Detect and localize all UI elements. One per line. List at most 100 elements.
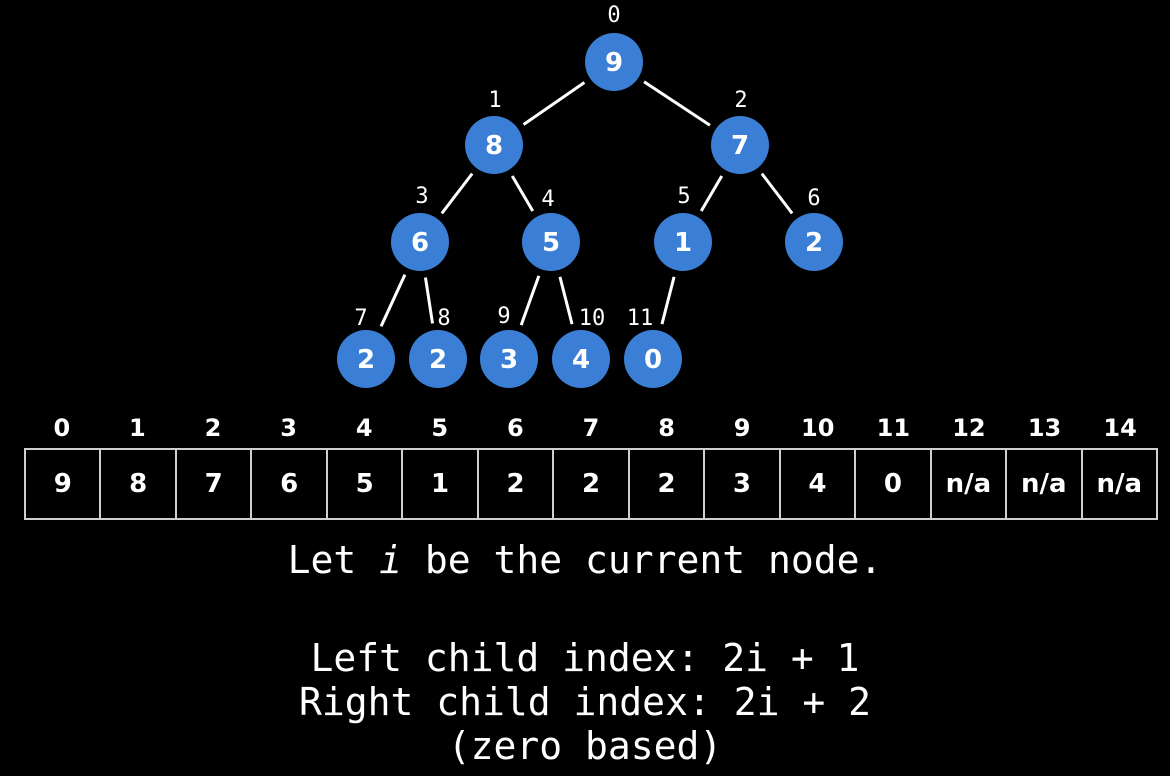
node-value: 1 (674, 228, 692, 258)
node-value: 9 (605, 48, 623, 78)
array-index: 1 (129, 414, 146, 442)
array-cell: 2 (479, 450, 555, 518)
node-circle (785, 213, 843, 271)
node-value: 2 (429, 345, 447, 375)
tree-edge (510, 175, 535, 212)
node-circle (480, 330, 538, 388)
array-cell: 5 (328, 450, 404, 518)
node-index-label: 5 (677, 184, 690, 209)
node-circle (552, 330, 610, 388)
tree-node: 63 (391, 184, 449, 271)
zero-based-note: (zero based) (447, 724, 723, 768)
array-index: 12 (952, 414, 986, 442)
tree-node: 90 (585, 3, 643, 91)
node-circle (409, 330, 467, 388)
node-index-label: 10 (579, 306, 606, 331)
node-value: 4 (572, 345, 590, 375)
array-cell: 3 (705, 450, 781, 518)
node-value: 2 (357, 345, 375, 375)
tree-node: 15 (654, 184, 712, 271)
tree-node: 39 (480, 304, 538, 388)
array-index: 14 (1103, 414, 1137, 442)
array-index: 8 (658, 414, 675, 442)
current-node-definition: Let i be the current node. (0, 538, 1170, 582)
array-index: 3 (280, 414, 297, 442)
tree-edge (760, 172, 794, 215)
array-value-row: 9 8 7 6 5 1 2 2 2 3 4 0 n/a n/a n/a (24, 448, 1159, 520)
array-index: 13 (1027, 414, 1062, 442)
tree-edge (522, 81, 586, 126)
tree-node: 28 (409, 306, 467, 388)
array-index-row: 0 1 2 3 4 5 6 7 8 9 10 11 12 13 14 (24, 410, 1158, 446)
tree-edge (440, 172, 474, 215)
tree-edge (379, 274, 407, 327)
node-index-label: 11 (627, 306, 654, 331)
array-index: 10 (801, 414, 835, 442)
node-circle (391, 213, 449, 271)
array-index: 5 (431, 414, 449, 442)
node-value: 8 (485, 131, 503, 161)
node-circle (522, 213, 580, 271)
tree-node: 54 (522, 187, 580, 271)
node-index-label: 6 (807, 186, 820, 211)
tree-edge (519, 275, 541, 326)
array-cell: 9 (26, 450, 102, 518)
node-circle (585, 33, 643, 91)
tree-node: 26 (785, 186, 843, 271)
array-index: 7 (582, 414, 600, 442)
tree-edge (423, 277, 435, 324)
node-value: 3 (500, 345, 518, 375)
node-index-label: 7 (354, 306, 367, 331)
node-index-label: 1 (488, 88, 501, 113)
array-index: 0 (53, 414, 71, 442)
array-cell: 2 (554, 450, 630, 518)
definition-suffix: be the current node. (401, 538, 883, 582)
array-cell: 7 (177, 450, 253, 518)
array-index: 6 (507, 414, 524, 442)
array-index: 2 (204, 414, 222, 442)
array-index: 4 (355, 414, 373, 442)
tree-edge (558, 276, 574, 325)
node-index-label: 2 (734, 88, 747, 113)
node-index-label: 0 (607, 3, 620, 28)
node-circle (465, 116, 523, 174)
node-index-label: 9 (497, 304, 510, 329)
tree-node: 0 11 (624, 306, 682, 388)
array-cell: n/a (1083, 450, 1159, 518)
tree-edge (643, 80, 711, 127)
array-index: 11 (876, 414, 911, 442)
node-value: 7 (731, 131, 749, 161)
node-circle (711, 116, 769, 174)
array-cell: 8 (101, 450, 177, 518)
node-index-label: 3 (415, 184, 428, 209)
definition-variable: i (379, 538, 402, 582)
array-cell: n/a (1007, 450, 1083, 518)
right-child-formula: Right child index: 2i + 2 (299, 680, 871, 724)
node-circle (337, 330, 395, 388)
node-value: 6 (411, 228, 429, 258)
tree-edges (379, 80, 794, 327)
node-circle (624, 330, 682, 388)
tree-edge (660, 276, 676, 325)
array-index: 9 (733, 414, 751, 442)
definition-prefix: Let (287, 538, 380, 582)
tree-node: 27 (337, 306, 395, 388)
node-value: 0 (644, 345, 662, 375)
tree-node: 81 (465, 88, 523, 174)
array-cell: 1 (403, 450, 479, 518)
array-cell: 4 (781, 450, 857, 518)
array-cell: 0 (856, 450, 932, 518)
node-value: 5 (542, 228, 560, 258)
tree-edge (699, 175, 724, 212)
left-child-formula: Left child index: 2i + 1 (310, 636, 860, 680)
tree-node: 72 (711, 88, 769, 174)
node-index-label: 8 (437, 306, 450, 331)
node-value: 2 (805, 228, 823, 258)
node-circle (654, 213, 712, 271)
array-cell: n/a (932, 450, 1008, 518)
array-cell: 6 (252, 450, 328, 518)
node-index-label: 4 (541, 187, 554, 212)
tree-node: 4 10 (552, 306, 610, 388)
